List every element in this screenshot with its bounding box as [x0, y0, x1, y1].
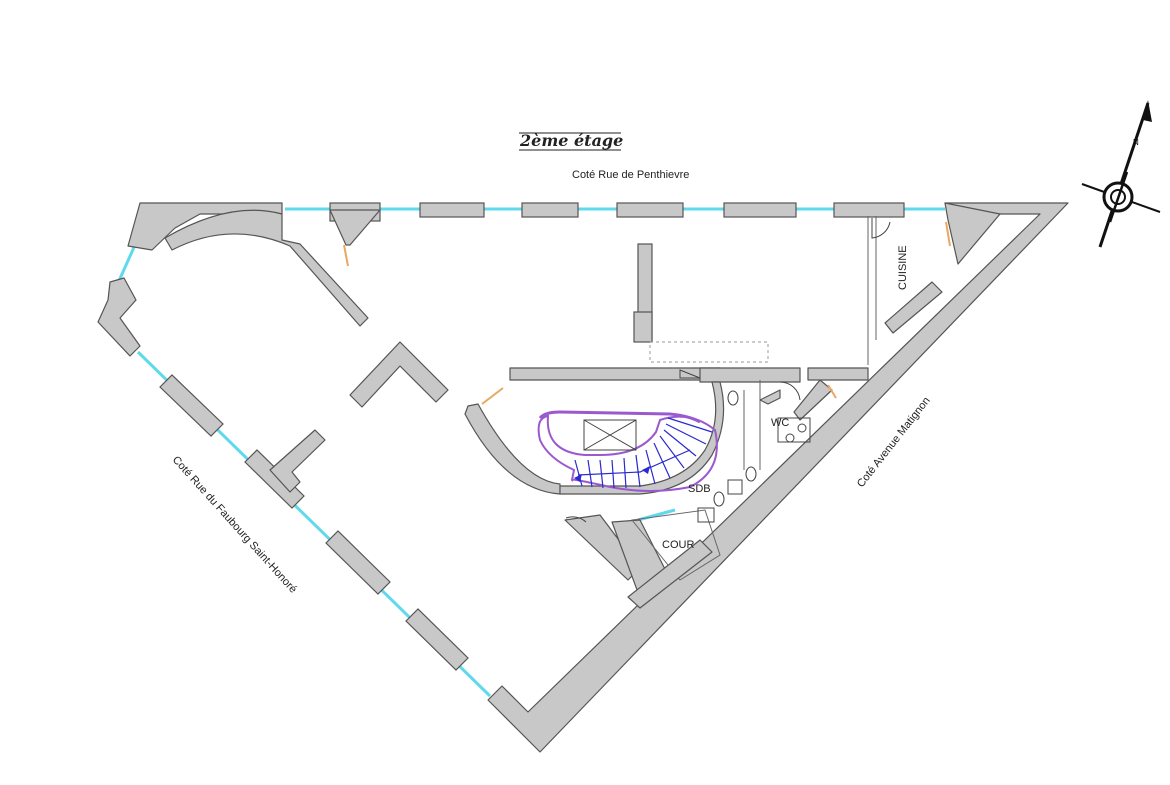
room-label-cour: COUR	[662, 539, 694, 551]
room-label-wc: WC	[771, 417, 789, 429]
exterior-walls	[97, 202, 1069, 753]
compass-north-arrow-icon: N	[1081, 100, 1161, 248]
room-label-sdb: SDB	[688, 483, 711, 495]
staircase	[537, 410, 718, 492]
fixtures	[697, 390, 811, 523]
svg-text:N: N	[1133, 138, 1139, 147]
door-frames	[343, 221, 951, 405]
interior-walls	[269, 216, 943, 609]
door-swings	[565, 218, 891, 523]
room-label-cuisine: CUISINE	[897, 245, 909, 290]
street-label-top: Coté Rue de Penthievre	[572, 169, 689, 181]
floor-title: 2ème étage	[519, 131, 623, 150]
